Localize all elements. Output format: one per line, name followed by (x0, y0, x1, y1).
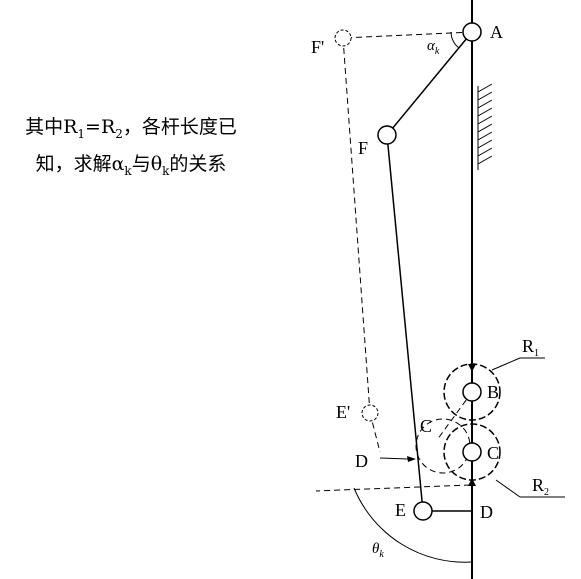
link-ED-prime (369, 412, 381, 453)
link-FE-prime (342, 37, 371, 414)
label-a: A (490, 22, 503, 42)
label-d-left: D (355, 451, 368, 471)
label-f: F (358, 138, 368, 158)
label-b: B (487, 382, 499, 402)
r1-leader (491, 357, 521, 371)
joint-b (462, 382, 482, 402)
joint-c (462, 442, 482, 462)
joint-e-prime (361, 404, 379, 422)
label-theta: θk (372, 541, 384, 560)
label-alpha: αk (427, 38, 440, 57)
label-c-prime: C (420, 416, 432, 436)
theta-arc (353, 487, 473, 563)
link-AF-prime (342, 31, 473, 39)
label-r1: R1 (522, 336, 539, 359)
label-e-prime: E' (336, 402, 350, 422)
link-AF (386, 31, 473, 136)
prior-position (315, 31, 473, 492)
arrow-up (468, 478, 476, 486)
arrow-to-d-shaft (379, 457, 409, 460)
arrow-to-d (407, 456, 416, 462)
joint-f (377, 125, 397, 145)
label-c: C (487, 443, 499, 463)
label-e: E (395, 500, 406, 520)
alpha-arc (450, 31, 460, 49)
problem-line-2: 知，求解αk与θk的关系 (35, 152, 227, 178)
label-r2: R2 (532, 475, 549, 498)
joint-a (462, 22, 482, 42)
joint-f-prime (334, 29, 352, 47)
r2-leader (495, 479, 521, 498)
link-FE (386, 134, 424, 512)
label-f-prime: F' (311, 37, 324, 57)
reference-line (315, 484, 471, 492)
label-d-bottom: D (480, 502, 493, 522)
wall-hatching (477, 83, 493, 170)
joint-e (413, 501, 433, 521)
arrow-down (468, 364, 476, 372)
problem-line-1: 其中R1=R2，各杆长度已 (25, 116, 237, 141)
problem-statement: 其中R1=R2，各杆长度已 知，求解αk与θk的关系 (0, 112, 262, 186)
